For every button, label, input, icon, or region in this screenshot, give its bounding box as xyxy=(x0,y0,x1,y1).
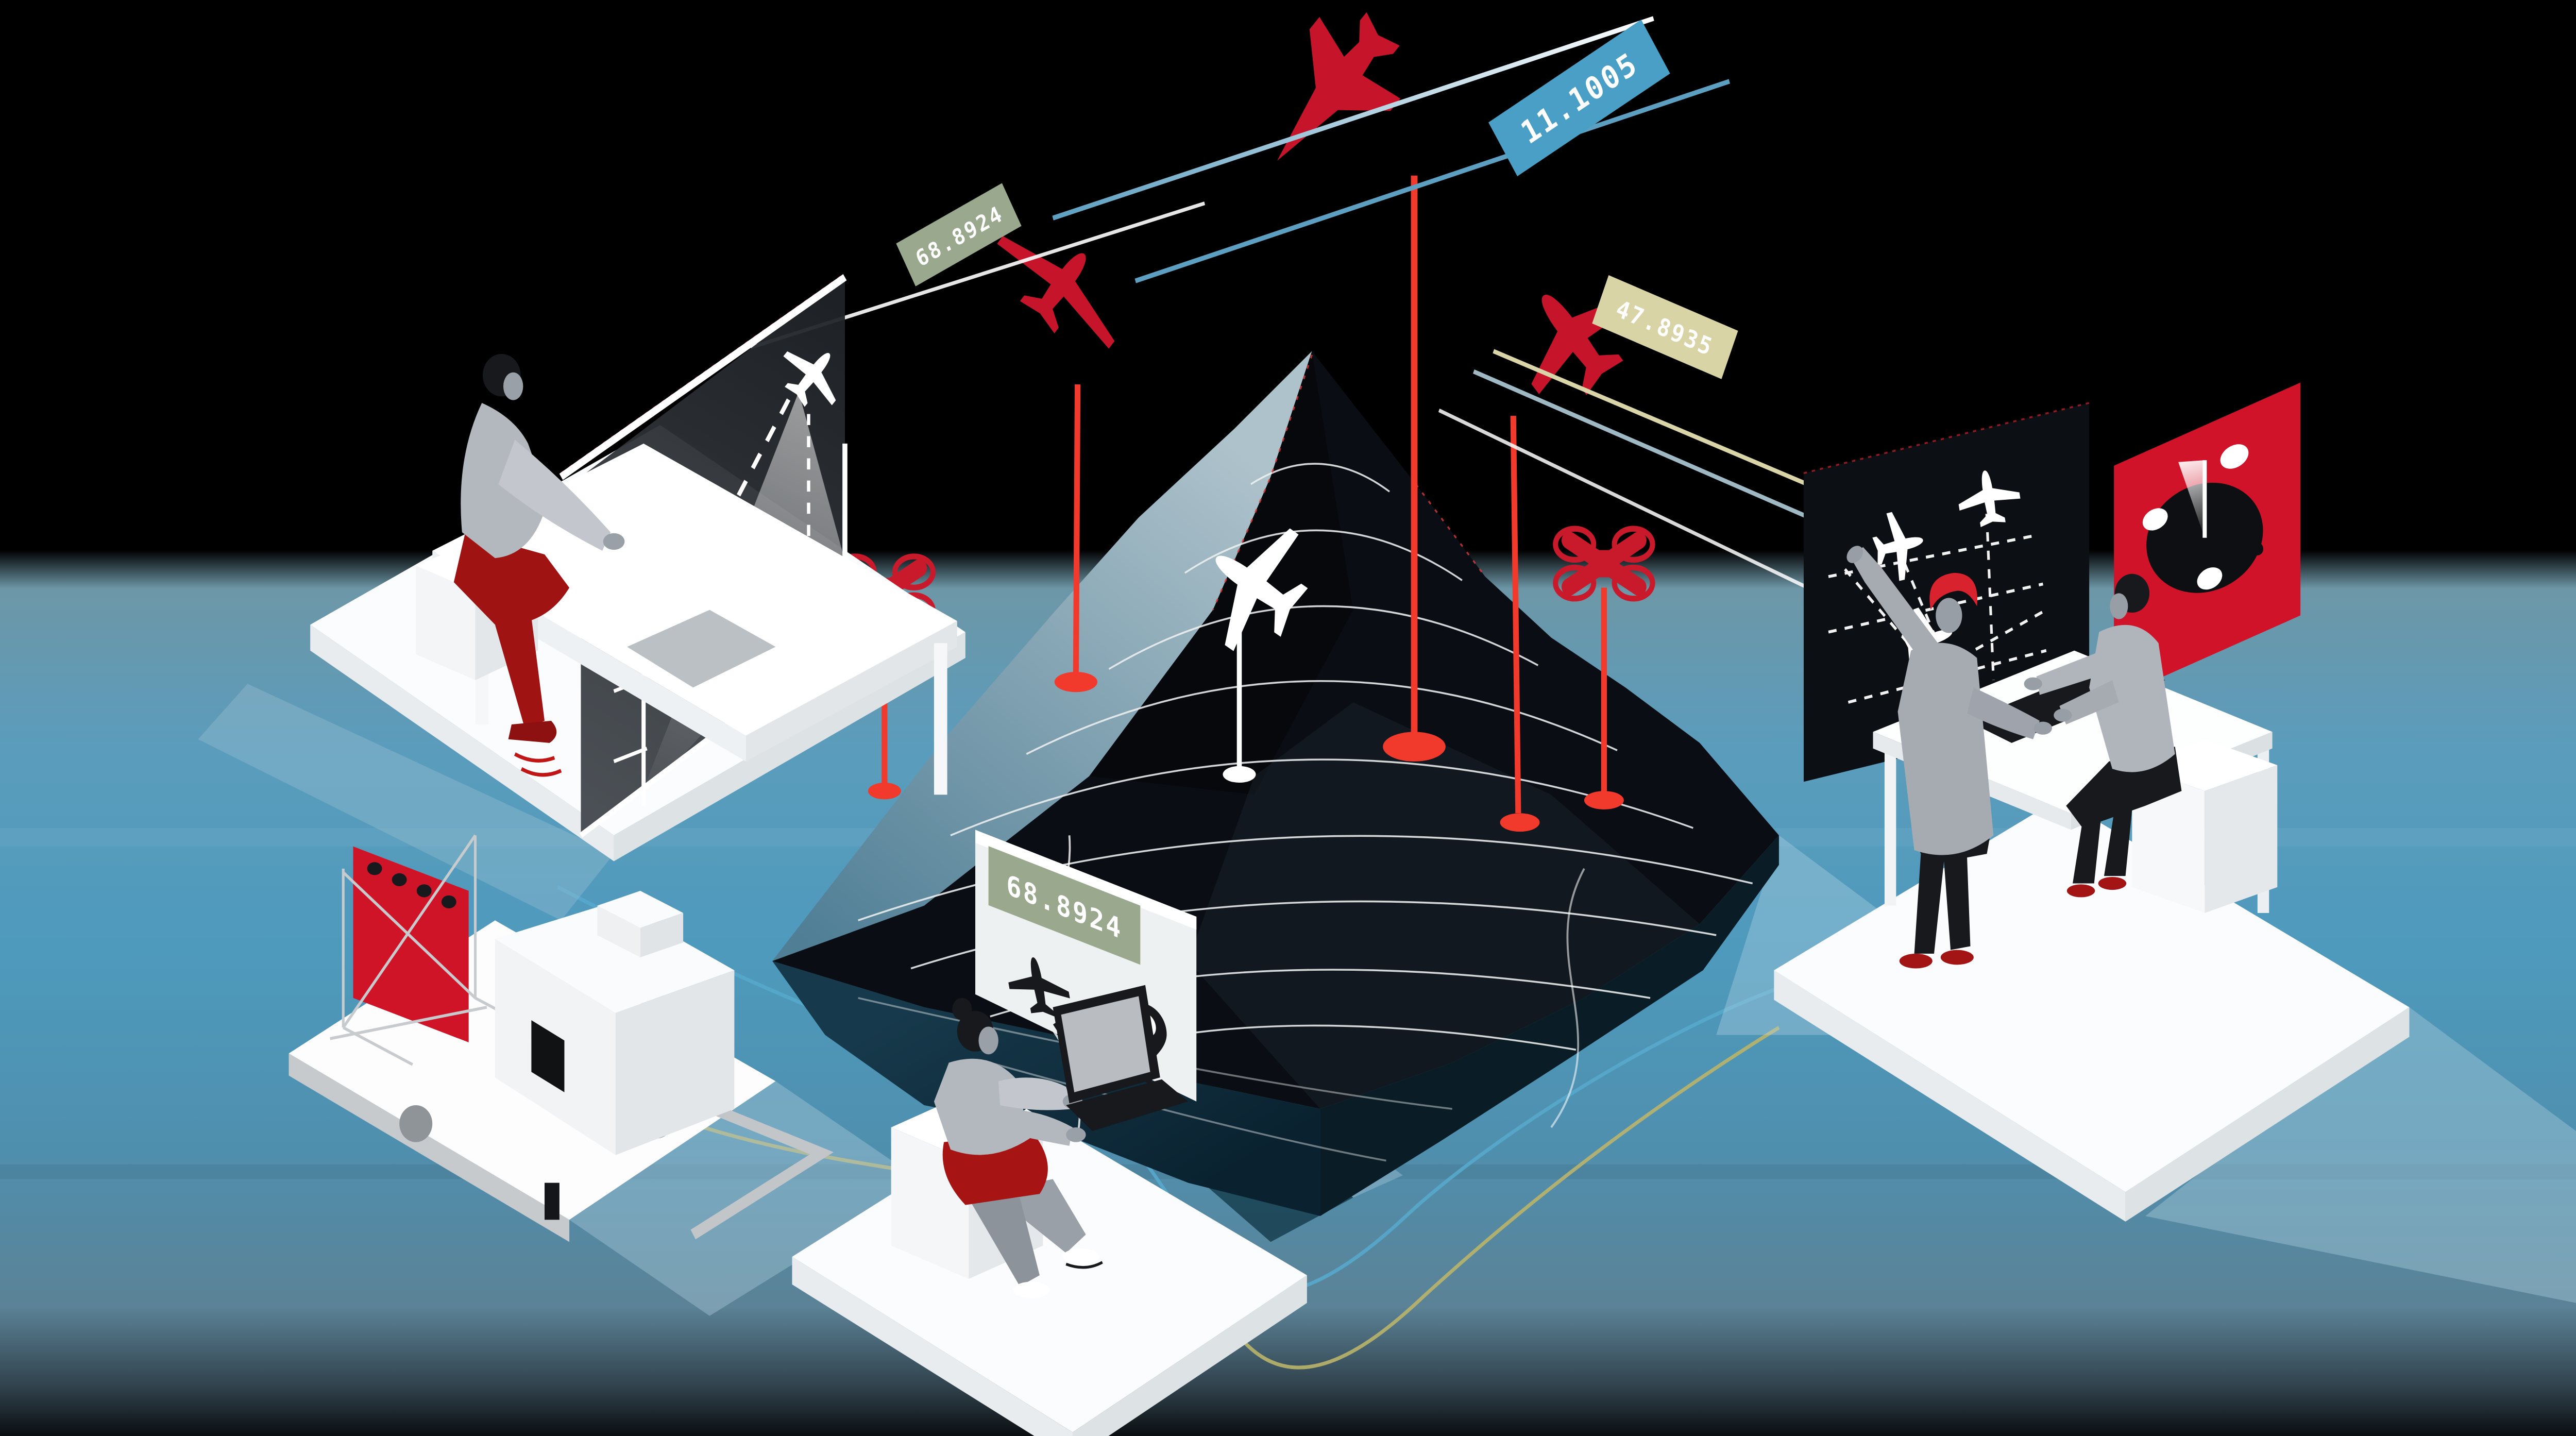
desk-side xyxy=(745,621,957,762)
terrain-front-face-right xyxy=(1320,835,1779,1217)
cabin-window xyxy=(531,1020,565,1092)
radar-trailer-scene xyxy=(289,834,924,1316)
analyst-person xyxy=(453,353,625,777)
trailer-foot xyxy=(545,1182,560,1220)
ridge-dotted-red xyxy=(1212,354,1486,611)
cabin-vent-front xyxy=(597,905,640,957)
right-cube-side xyxy=(2205,765,2278,913)
center-platform-front xyxy=(792,1257,1073,1436)
white-sneaker xyxy=(1062,1248,1099,1265)
pole-base-airliner xyxy=(1500,813,1540,832)
right-platform-front xyxy=(1774,970,2126,1222)
red-shoe xyxy=(1940,950,1974,965)
cabin-vent-top xyxy=(597,890,684,928)
radar-dot xyxy=(2251,542,2264,555)
antenna-truss xyxy=(330,834,546,1066)
right-platform-shadow xyxy=(2145,1007,2576,1303)
hand xyxy=(2054,708,2072,722)
laptop-base xyxy=(1066,1079,1189,1131)
sign-badge xyxy=(988,846,1141,965)
sitting-operator-person xyxy=(2024,573,2182,898)
jet-contrail-upper xyxy=(1052,16,1654,221)
red-shoe xyxy=(2098,876,2127,890)
face xyxy=(978,1026,998,1055)
terrain-left-slope xyxy=(772,351,1312,961)
pole-base-jet xyxy=(1383,732,1446,762)
face xyxy=(1936,598,1962,633)
pole-base-drone-right xyxy=(1584,791,1624,810)
trailer-wheel xyxy=(399,1105,433,1142)
trailer-cabin-top xyxy=(495,902,735,1013)
jet-icon xyxy=(1277,12,1401,161)
terrain-shade-patch xyxy=(1089,351,1353,795)
right-platform-side xyxy=(2125,1007,2410,1222)
trailer-bed-front xyxy=(289,1053,570,1242)
hair-bun xyxy=(952,998,972,1020)
center-platform-side xyxy=(1072,1275,1307,1436)
left-platform-front xyxy=(310,624,614,861)
sign-plane-icon xyxy=(1008,957,1070,1017)
radar-blips xyxy=(2142,444,2249,590)
stool-front xyxy=(416,565,476,680)
laptop-operator-scene xyxy=(792,985,1307,1436)
radar-sweep xyxy=(2178,460,2205,538)
jet-contrail-lower xyxy=(1134,79,1731,283)
tracking-poles xyxy=(868,175,1624,832)
laptop-screen-inner xyxy=(1061,996,1150,1092)
hand xyxy=(1066,1127,1086,1142)
left-analyst-scene xyxy=(198,273,965,921)
hand xyxy=(2024,677,2042,690)
pole-base-drone-left xyxy=(868,783,901,800)
screen-top-frame xyxy=(559,274,847,480)
terrain-light-patch xyxy=(1188,702,1700,1109)
cabin-vent-side xyxy=(640,913,684,957)
pole-base-glider xyxy=(1054,671,1098,692)
antenna-panel xyxy=(353,846,469,1042)
screen-plane-icon xyxy=(783,351,836,407)
face xyxy=(2110,593,2128,619)
red-shoe xyxy=(2066,884,2095,898)
red-shoe xyxy=(1899,953,1933,969)
airliner-contrail-white xyxy=(1438,408,1874,621)
left-platform-shadow xyxy=(198,684,614,921)
hand xyxy=(603,533,625,550)
antenna-panel-dots xyxy=(367,862,456,908)
supervisor-person xyxy=(1846,546,2053,969)
desk-leg xyxy=(934,643,947,795)
pole-base-cessna xyxy=(1223,766,1256,783)
red-shoe xyxy=(508,720,557,743)
control-room-scene xyxy=(1774,382,2576,1303)
white-sneaker xyxy=(1013,1281,1050,1298)
red-hair xyxy=(1929,572,1977,610)
trailer-cabin-right xyxy=(615,970,735,1155)
small-plane-icon xyxy=(1215,528,1308,651)
desk-gray-pad xyxy=(627,610,776,688)
glider-icon xyxy=(997,236,1115,349)
tow-hitch xyxy=(690,1104,834,1240)
sign-panel-top-edge xyxy=(975,830,1197,930)
laptop-operator xyxy=(934,985,1189,1298)
table-leg xyxy=(1884,742,1896,906)
hand xyxy=(2033,721,2053,735)
drone-icon-right xyxy=(1553,526,1655,602)
face xyxy=(503,372,523,400)
pointing-hand xyxy=(1846,546,1863,563)
